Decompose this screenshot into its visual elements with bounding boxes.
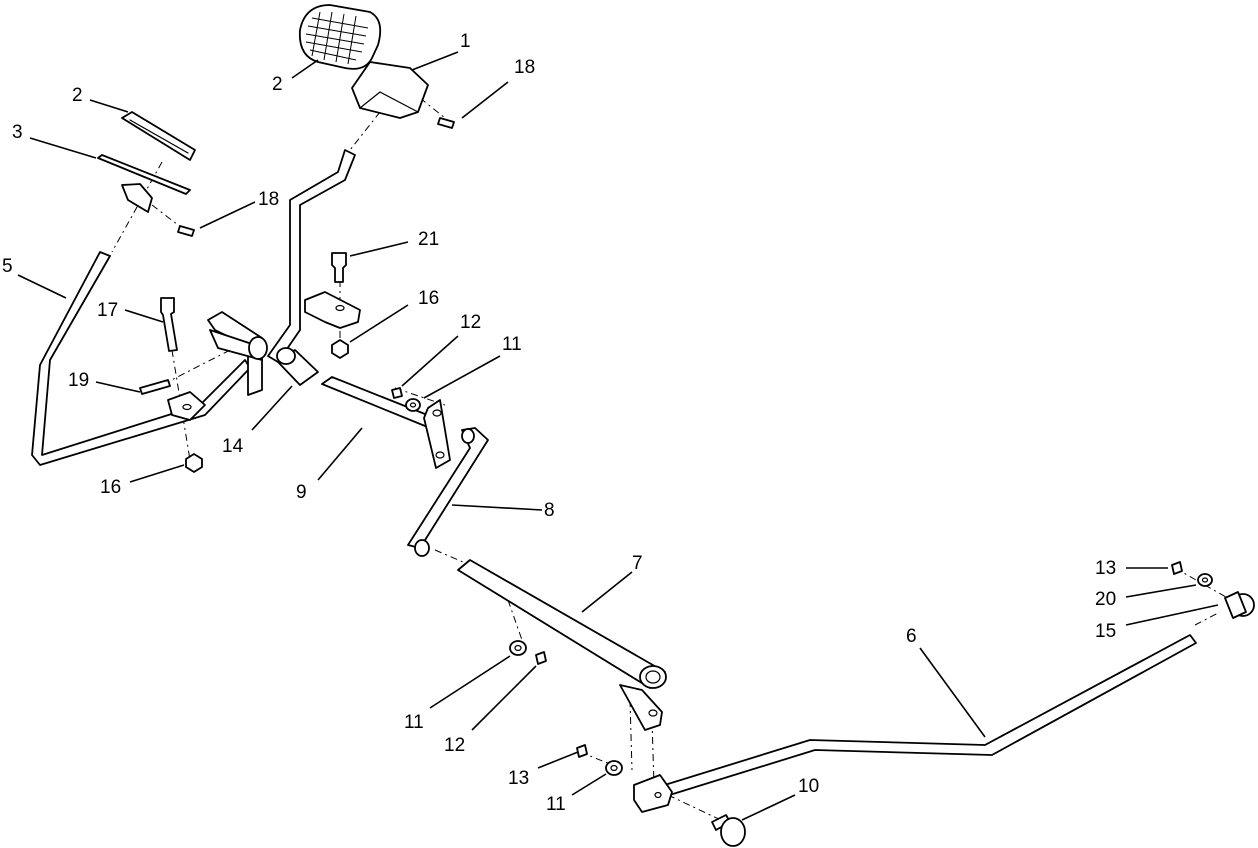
bolt-upper [331, 252, 347, 283]
long-rod [654, 634, 1197, 799]
callout-13: 13 [508, 768, 529, 789]
callout-14: 14 [222, 436, 244, 457]
callout-15: 15 [1095, 621, 1116, 642]
pedal-arm-left [31, 251, 251, 466]
link-rod [407, 427, 489, 557]
pin-19 [139, 379, 171, 395]
assembly-axes [111, 97, 1241, 823]
bushing [276, 347, 319, 386]
pedal-pad-right [298, 4, 382, 70]
callout-8: 8 [544, 500, 555, 521]
callouts: 1 2 18 2 3 18 21 5 16 17 12 11 19 14 16 … [2, 31, 1116, 815]
callout-21: 21 [418, 229, 439, 250]
clip-lower [576, 744, 588, 758]
pin-upper [437, 117, 455, 129]
nut-upper [331, 339, 349, 359]
bolt-long [160, 297, 178, 352]
callout-18: 18 [258, 189, 279, 210]
callout-12: 12 [460, 312, 481, 333]
callout-2: 2 [272, 74, 283, 95]
callout-11: 11 [546, 794, 566, 815]
callout-9: 9 [296, 482, 307, 503]
washer-far [1197, 573, 1213, 587]
callout-7: 7 [632, 553, 643, 574]
clevis-pin [711, 814, 746, 847]
cross-shaft [321, 376, 451, 469]
rod-end-knob [1224, 591, 1255, 619]
callout-11: 11 [404, 712, 424, 733]
clip-middle [535, 651, 547, 665]
clamp-plate [167, 391, 206, 421]
callout-17: 17 [97, 300, 118, 321]
callout-6: 6 [906, 626, 917, 647]
callout-16: 16 [418, 288, 439, 309]
washer-middle [509, 640, 527, 656]
callout-12: 12 [444, 735, 465, 756]
callout-1: 1 [460, 31, 471, 52]
clip-far [1171, 561, 1183, 575]
leader-lines [17, 51, 1219, 821]
washer-lower [605, 760, 623, 776]
callout-10: 10 [798, 776, 819, 797]
washer-upper [405, 398, 421, 412]
pin-left [177, 225, 195, 237]
rod-clevis [633, 774, 673, 813]
callout-2: 2 [72, 85, 83, 106]
pivot-bracket [207, 311, 268, 396]
main-tube [457, 559, 667, 731]
clip-upper [391, 387, 403, 399]
callout-11: 11 [502, 334, 522, 355]
pedal-pad-left [121, 111, 196, 161]
callout-19: 19 [68, 370, 89, 391]
callout-3: 3 [12, 122, 23, 143]
callout-20: 20 [1095, 589, 1116, 610]
callout-5: 5 [2, 256, 13, 277]
nut-lower [185, 453, 203, 473]
pedal-plate [97, 154, 191, 213]
mount-bracket [304, 291, 361, 329]
callout-18: 18 [514, 57, 535, 78]
pedal-housing [351, 61, 429, 119]
callout-13: 13 [1095, 558, 1116, 579]
callout-16: 16 [100, 477, 121, 498]
